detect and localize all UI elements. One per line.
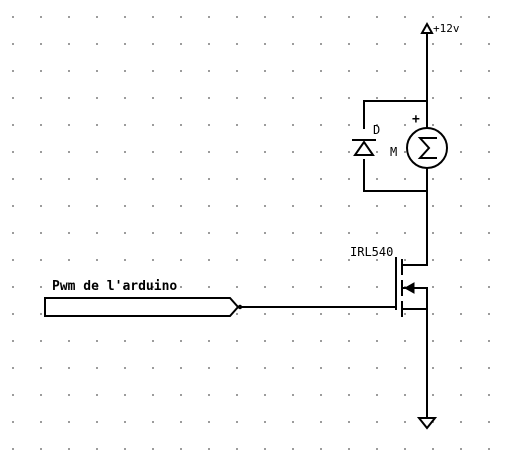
- flyback-diode: [352, 139, 376, 156]
- junction-dot: [237, 304, 243, 310]
- dc-motor: [406, 127, 448, 169]
- motor-polarity-label: +: [412, 112, 420, 127]
- ground-symbol: [416, 417, 438, 430]
- background-grid: [12, 16, 490, 450]
- input-port-label: Pwm de l'arduino: [52, 279, 177, 294]
- supply-port-symbol: [420, 21, 434, 34]
- mosfet-body-arrow: [403, 282, 415, 294]
- supply-label: +12v: [433, 22, 460, 35]
- loop-top-wire: [363, 100, 428, 129]
- input-port-symbol: [44, 297, 240, 317]
- loop-bottom-wire: [363, 159, 428, 192]
- diode-label: D: [373, 123, 380, 137]
- motor-label: M: [390, 145, 397, 159]
- mosfet-label: IRL540: [350, 245, 393, 259]
